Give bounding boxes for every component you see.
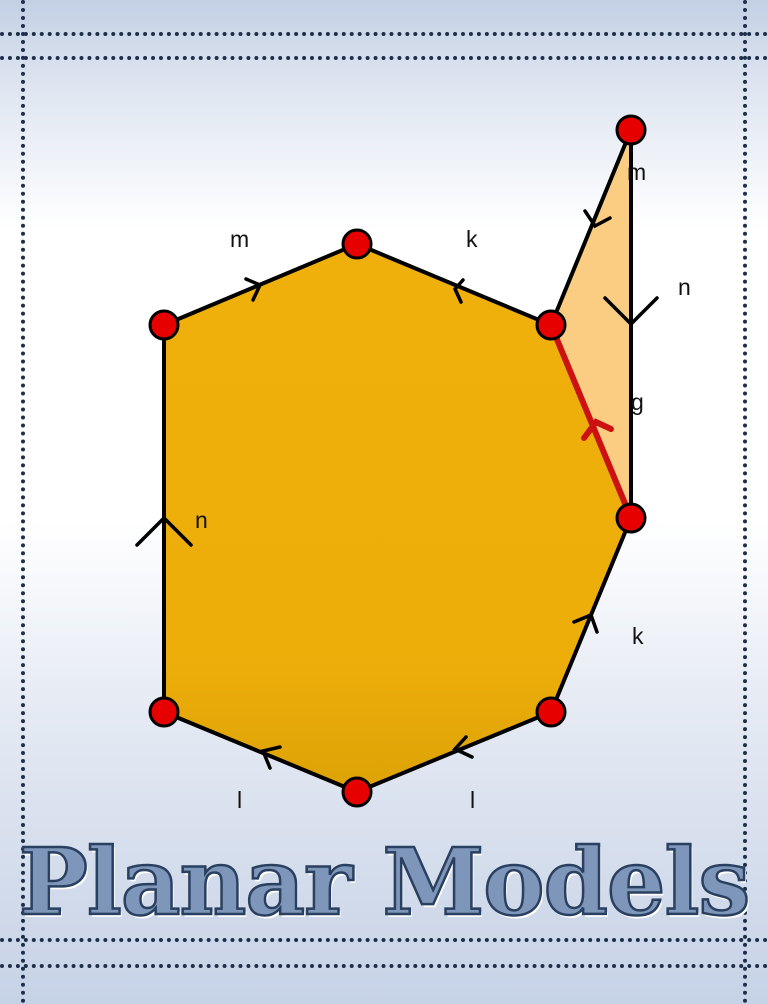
vertex (615, 502, 647, 534)
frame-right (743, 0, 747, 1004)
arrow-triangle-top (583, 209, 612, 229)
vertex (615, 114, 647, 146)
diagonal-edge (548, 322, 634, 521)
vertex (341, 776, 373, 808)
edge-label-bottom-right: l (470, 787, 475, 813)
edge-triangle-top (549, 128, 633, 327)
frame-top-outer (0, 32, 768, 36)
edge-top-right (355, 242, 553, 327)
arrow-triangle-right (603, 296, 659, 327)
arrow-top-right (452, 278, 465, 304)
page-title: Planar Models (17, 827, 751, 938)
edge-label-right-lower: k (632, 623, 644, 649)
edge-bottom-left (162, 710, 359, 794)
vertex (535, 309, 567, 341)
frame-top-inner (0, 56, 768, 60)
triangle-region (551, 130, 631, 518)
frame-bottom-outer (0, 964, 768, 968)
arrow-right-lower (572, 612, 599, 634)
edge-label-top-left: m (230, 226, 249, 252)
arrow-bottom-right (452, 735, 474, 759)
edge-label-top-right: k (466, 226, 478, 252)
edge-bottom-right (355, 710, 553, 794)
vertex (148, 309, 180, 341)
arrow-diagonal (581, 418, 614, 441)
arrow-left (135, 515, 193, 547)
frame-left (21, 0, 25, 1004)
frame-bottom-inner (0, 938, 768, 942)
arrow-bottom-left (260, 745, 282, 770)
vertex (148, 696, 180, 728)
arrow-top-left (244, 277, 263, 302)
vertex (535, 696, 567, 728)
edge-label-bottom-left: l (237, 787, 242, 813)
polygon-region (164, 244, 631, 792)
edge-label-left: n (195, 507, 208, 533)
vertex (341, 228, 373, 260)
edge-label-triangle-top: m (627, 159, 646, 185)
edge-label-diagonal: g (631, 389, 644, 415)
edge-label-triangle-right: n (678, 274, 691, 300)
